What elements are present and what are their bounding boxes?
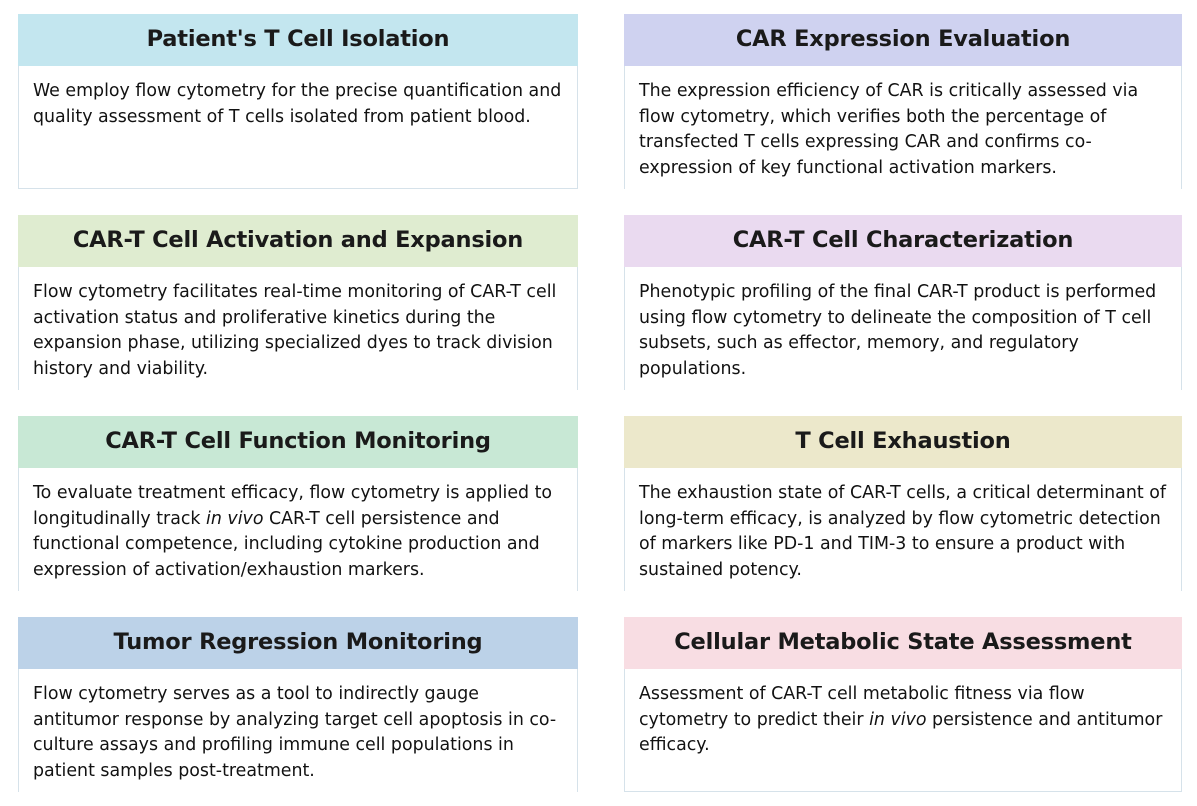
card-t-cell-exhaustion: T Cell Exhaustion The exhaustion state o… — [624, 416, 1182, 591]
card-title: CAR Expression Evaluation — [624, 14, 1182, 66]
card-title: CAR-T Cell Characterization — [624, 215, 1182, 267]
card-description: The expression efficiency of CAR is crit… — [624, 66, 1182, 189]
card-title: T Cell Exhaustion — [624, 416, 1182, 468]
card-description: To evaluate treatment efficacy, flow cyt… — [18, 468, 578, 591]
card-description: Assessment of CAR-T cell metabolic fitne… — [624, 669, 1182, 792]
card-description: We employ flow cytometry for the precise… — [18, 66, 578, 189]
card-title: Cellular Metabolic State Assessment — [624, 617, 1182, 669]
card-car-t-cell-function-monitoring: CAR-T Cell Function Monitoring To evalua… — [18, 416, 578, 591]
card-tumor-regression-monitoring: Tumor Regression Monitoring Flow cytomet… — [18, 617, 578, 792]
card-car-t-cell-characterization: CAR-T Cell Characterization Phenotypic p… — [624, 215, 1182, 390]
card-title: Tumor Regression Monitoring — [18, 617, 578, 669]
card-description: Phenotypic profiling of the final CAR-T … — [624, 267, 1182, 390]
card-car-expression-evaluation: CAR Expression Evaluation The expression… — [624, 14, 1182, 189]
card-cellular-metabolic-state-assessment: Cellular Metabolic State Assessment Asse… — [624, 617, 1182, 792]
card-patients-t-cell-isolation: Patient's T Cell Isolation We employ flo… — [18, 14, 578, 189]
card-title: CAR-T Cell Activation and Expansion — [18, 215, 578, 267]
card-title: CAR-T Cell Function Monitoring — [18, 416, 578, 468]
card-title: Patient's T Cell Isolation — [18, 14, 578, 66]
card-car-t-cell-activation-and-expansion: CAR-T Cell Activation and Expansion Flow… — [18, 215, 578, 390]
card-description: Flow cytometry serves as a tool to indir… — [18, 669, 578, 792]
card-description: The exhaustion state of CAR-T cells, a c… — [624, 468, 1182, 591]
card-description: Flow cytometry facilitates real-time mon… — [18, 267, 578, 390]
